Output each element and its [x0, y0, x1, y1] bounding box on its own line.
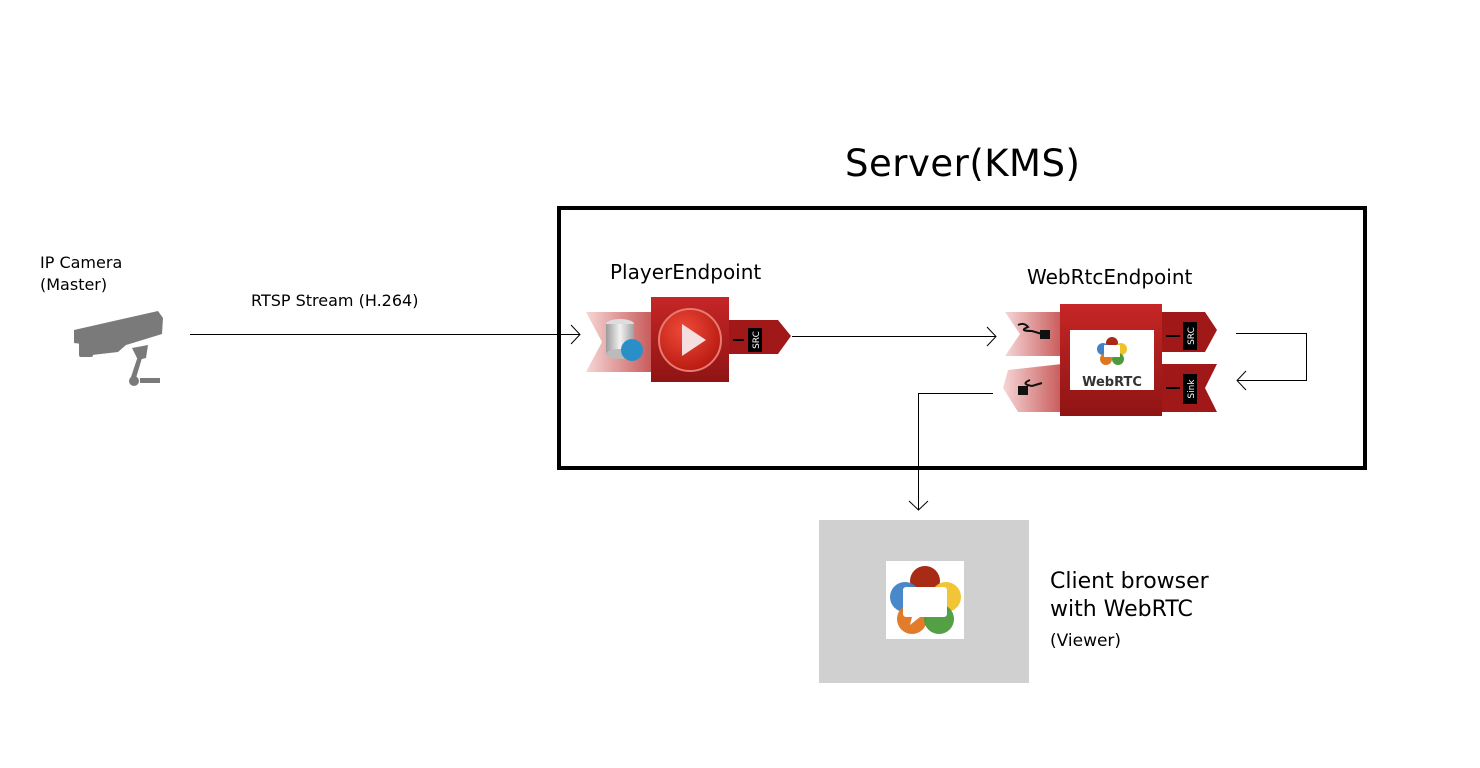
camera-label-line1: IP Camera: [40, 253, 123, 272]
player-endpoint-block[interactable]: SRC: [586, 297, 791, 382]
server-title: Server(KMS): [845, 142, 1081, 185]
loopback-arrow: [1236, 333, 1307, 391]
client-label-line1: Client browser: [1050, 569, 1209, 594]
webrtc-logo-icon: [886, 561, 964, 639]
player-to-webrtc-arrow: [792, 326, 997, 347]
client-label-line2: with WebRTC: [1050, 597, 1193, 622]
webrtc-logo-text: WebRTC: [1082, 375, 1142, 390]
cctv-camera-icon: [74, 311, 163, 386]
webrtc-endpoint-title: WebRtcEndpoint: [1027, 265, 1193, 289]
webrtc-to-client-arrow: [908, 393, 993, 511]
rtsp-arrow: [190, 324, 581, 345]
rtsp-stream-label: RTSP Stream (H.264): [251, 291, 419, 310]
player-endpoint-title: PlayerEndpoint: [610, 260, 762, 284]
globe-icon: [621, 339, 643, 361]
camera-label: IP Camera (Master): [40, 252, 122, 296]
player-src-pad: SRC: [752, 331, 762, 349]
webrtc-endpoint-block[interactable]: WebRTC SRC Sink: [1003, 304, 1217, 416]
camera-label-line2: (Master): [40, 275, 108, 294]
webrtc-src-pad: SRC: [1187, 327, 1197, 345]
webrtc-sink-pad: Sink: [1187, 379, 1197, 399]
viewer-label: (Viewer): [1050, 631, 1122, 651]
server-boundary-box: [557, 206, 1367, 470]
client-label: Client browser with WebRTC: [1050, 568, 1209, 624]
